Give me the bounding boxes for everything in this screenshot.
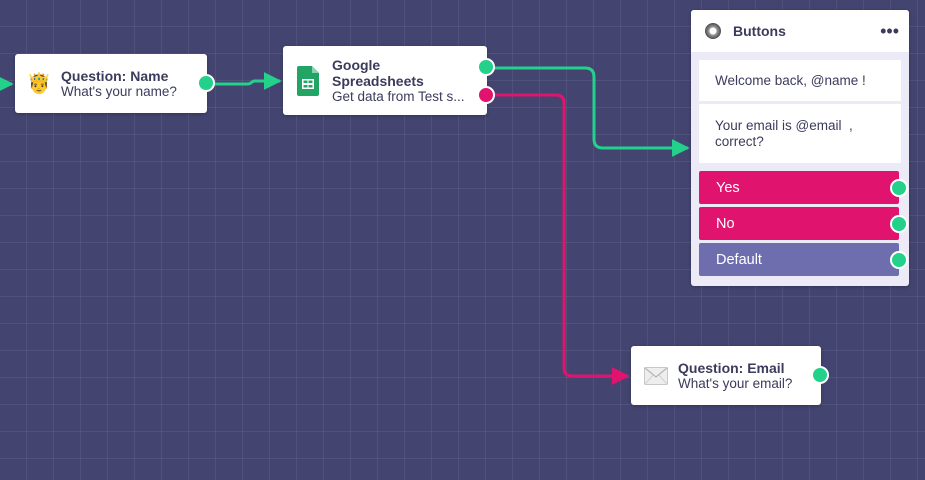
node-title: Question: Email [678, 359, 785, 376]
option-yes-output-port[interactable] [890, 179, 908, 197]
buttons-node-title: Buttons [733, 23, 786, 39]
google-sheets-node[interactable]: Google Spreadsheets Get data from Test s… [283, 46, 487, 115]
google-sheets-failure-port[interactable] [477, 86, 495, 104]
buttons-node[interactable]: Buttons ••• Welcome back, @name ! Your e… [691, 10, 909, 286]
option-button-no[interactable]: No [699, 207, 899, 240]
question-name-node[interactable]: 🤴 Question: Name What's your name? [15, 54, 207, 113]
node-title-line-1: Google [332, 56, 381, 73]
option-button-default[interactable]: Default [699, 243, 899, 276]
person-emoji-icon: 🤴 [26, 73, 52, 95]
google-sheets-icon [296, 65, 320, 96]
node-subtitle: Get data from Test s... [332, 88, 465, 104]
google-sheets-success-port[interactable] [477, 58, 495, 76]
envelope-icon [644, 366, 668, 385]
option-label: Yes [716, 179, 740, 196]
message-text-line-1: Your email is @email , [715, 117, 853, 133]
buttons-node-header[interactable]: Buttons ••• [691, 10, 909, 52]
edge-question-name-to-google-sheets[interactable] [212, 72, 282, 90]
edge-google-sheets-failure-to-question-email[interactable] [492, 93, 630, 385]
message-text-line-2: correct? [715, 133, 764, 149]
more-options-icon[interactable]: ••• [880, 21, 899, 41]
question-email-node[interactable]: Question: Email What's your email? [631, 346, 821, 405]
node-title: Question: Name [61, 67, 169, 84]
option-label: No [716, 215, 735, 232]
message-text: Welcome back, @name ! [715, 72, 866, 88]
option-button-yes[interactable]: Yes [699, 171, 899, 204]
node-subtitle: What's your email? [678, 375, 793, 391]
node-subtitle: What's your name? [61, 83, 177, 99]
option-no-output-port[interactable] [890, 215, 908, 233]
question-name-output-port[interactable] [197, 74, 215, 92]
node-title-line-2: Spreadsheets [332, 72, 424, 89]
message-bubble-welcome: Welcome back, @name ! [699, 60, 901, 101]
record-icon [705, 23, 721, 39]
option-label: Default [716, 251, 762, 268]
question-email-output-port[interactable] [811, 366, 829, 384]
message-bubble-email: Your email is @email , correct? [699, 104, 901, 163]
edge-google-sheets-success-to-buttons[interactable] [492, 66, 690, 157]
option-default-output-port[interactable] [890, 251, 908, 269]
